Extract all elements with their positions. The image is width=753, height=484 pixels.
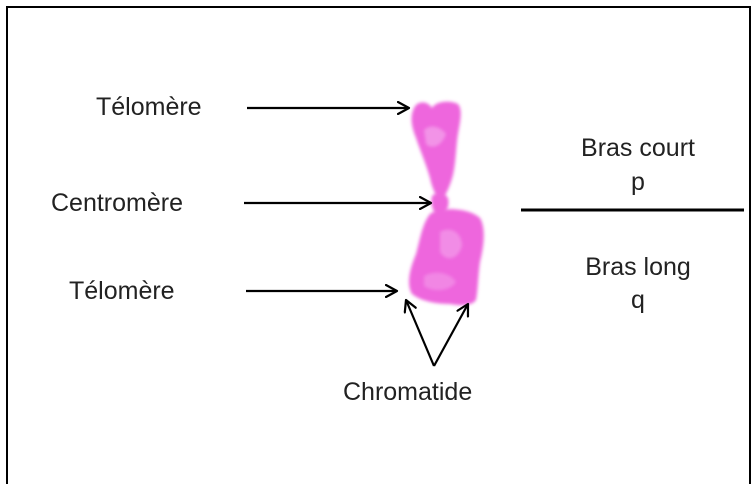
centromere-label: Centromère xyxy=(51,191,183,216)
short-arm-name: Bras court xyxy=(553,136,723,161)
short-arm-symbol: p xyxy=(553,170,723,195)
chromosome-short-arm xyxy=(412,102,461,202)
chromatide-left-arrow xyxy=(406,300,434,366)
long-arm-symbol: q xyxy=(553,288,723,313)
chromatide-right-arrow xyxy=(434,304,468,366)
telomere-bottom-label: Télomère xyxy=(69,279,175,304)
long-arm-name: Bras long xyxy=(553,255,723,280)
chromatide-label: Chromatide xyxy=(343,380,472,405)
telomere-top-label: Télomère xyxy=(96,95,202,120)
